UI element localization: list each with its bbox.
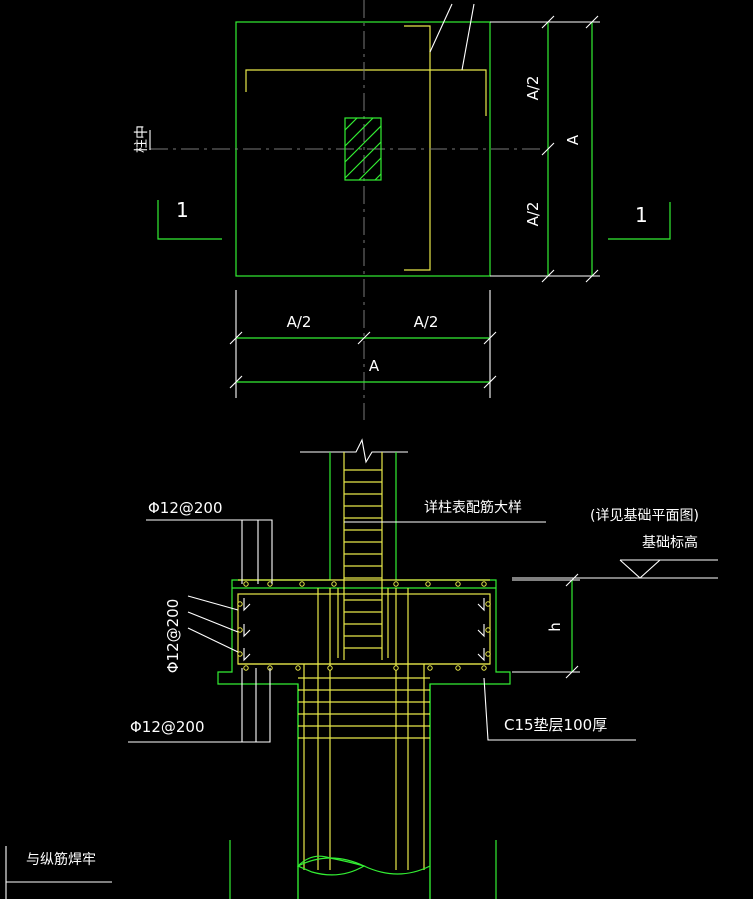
section-marker-right xyxy=(608,202,671,240)
column-section xyxy=(344,117,382,181)
column-note: 详柱表配筋大样 xyxy=(424,499,522,516)
column-stirrups xyxy=(344,469,382,649)
weld-note: 与纵筋焊牢 xyxy=(26,851,96,868)
column-outline-right xyxy=(395,452,511,899)
leader-rebar-bottom xyxy=(128,668,271,743)
break-mark xyxy=(300,438,408,464)
pile-hatch xyxy=(296,855,366,876)
cushion-note: C15垫层100厚 xyxy=(504,716,607,734)
rebar-top-hook xyxy=(245,69,487,116)
section-label-left: 1 xyxy=(176,198,189,222)
plan-view: 柱中 1 1 A/2 A/2 A A/2 A/2 A xyxy=(134,0,671,420)
elevation-symbol xyxy=(619,559,661,579)
section-view: Φ12@200 Φ12@200 Φ12@200 详柱表配筋大样 (详见基础平面图… xyxy=(5,438,718,899)
rebar-side-hook xyxy=(404,25,431,271)
leader-line xyxy=(429,3,453,53)
leader-rebar-top xyxy=(146,519,273,584)
height-label: h xyxy=(546,622,564,632)
dim-half-upper: A/2 xyxy=(524,76,542,101)
dim-full-bottom: A xyxy=(369,357,380,375)
leader-cushion-note xyxy=(483,677,636,741)
pile-rebar xyxy=(298,588,430,870)
rebar-label-bottom: Φ12@200 xyxy=(130,718,205,736)
elevation-note-line1: (详见基础平面图) xyxy=(590,507,699,524)
column-outline-left xyxy=(217,452,331,899)
dim-half-bottom-left: A/2 xyxy=(287,313,312,331)
section-marker-left xyxy=(157,200,222,240)
dim-half-lower: A/2 xyxy=(524,202,542,227)
section-label-right: 1 xyxy=(635,203,648,227)
footing-rebar-cage xyxy=(237,593,491,665)
elevation-note-line2: 基础标高 xyxy=(642,534,698,551)
rebar-dots xyxy=(237,581,491,671)
center-label: 柱中 xyxy=(134,125,150,153)
leader-line xyxy=(461,3,475,71)
dim-half-bottom-right: A/2 xyxy=(414,313,439,331)
rebar-label-top: Φ12@200 xyxy=(148,499,223,517)
rebar-label-side: Φ12@200 xyxy=(164,599,182,674)
dim-full-right: A xyxy=(564,134,582,145)
